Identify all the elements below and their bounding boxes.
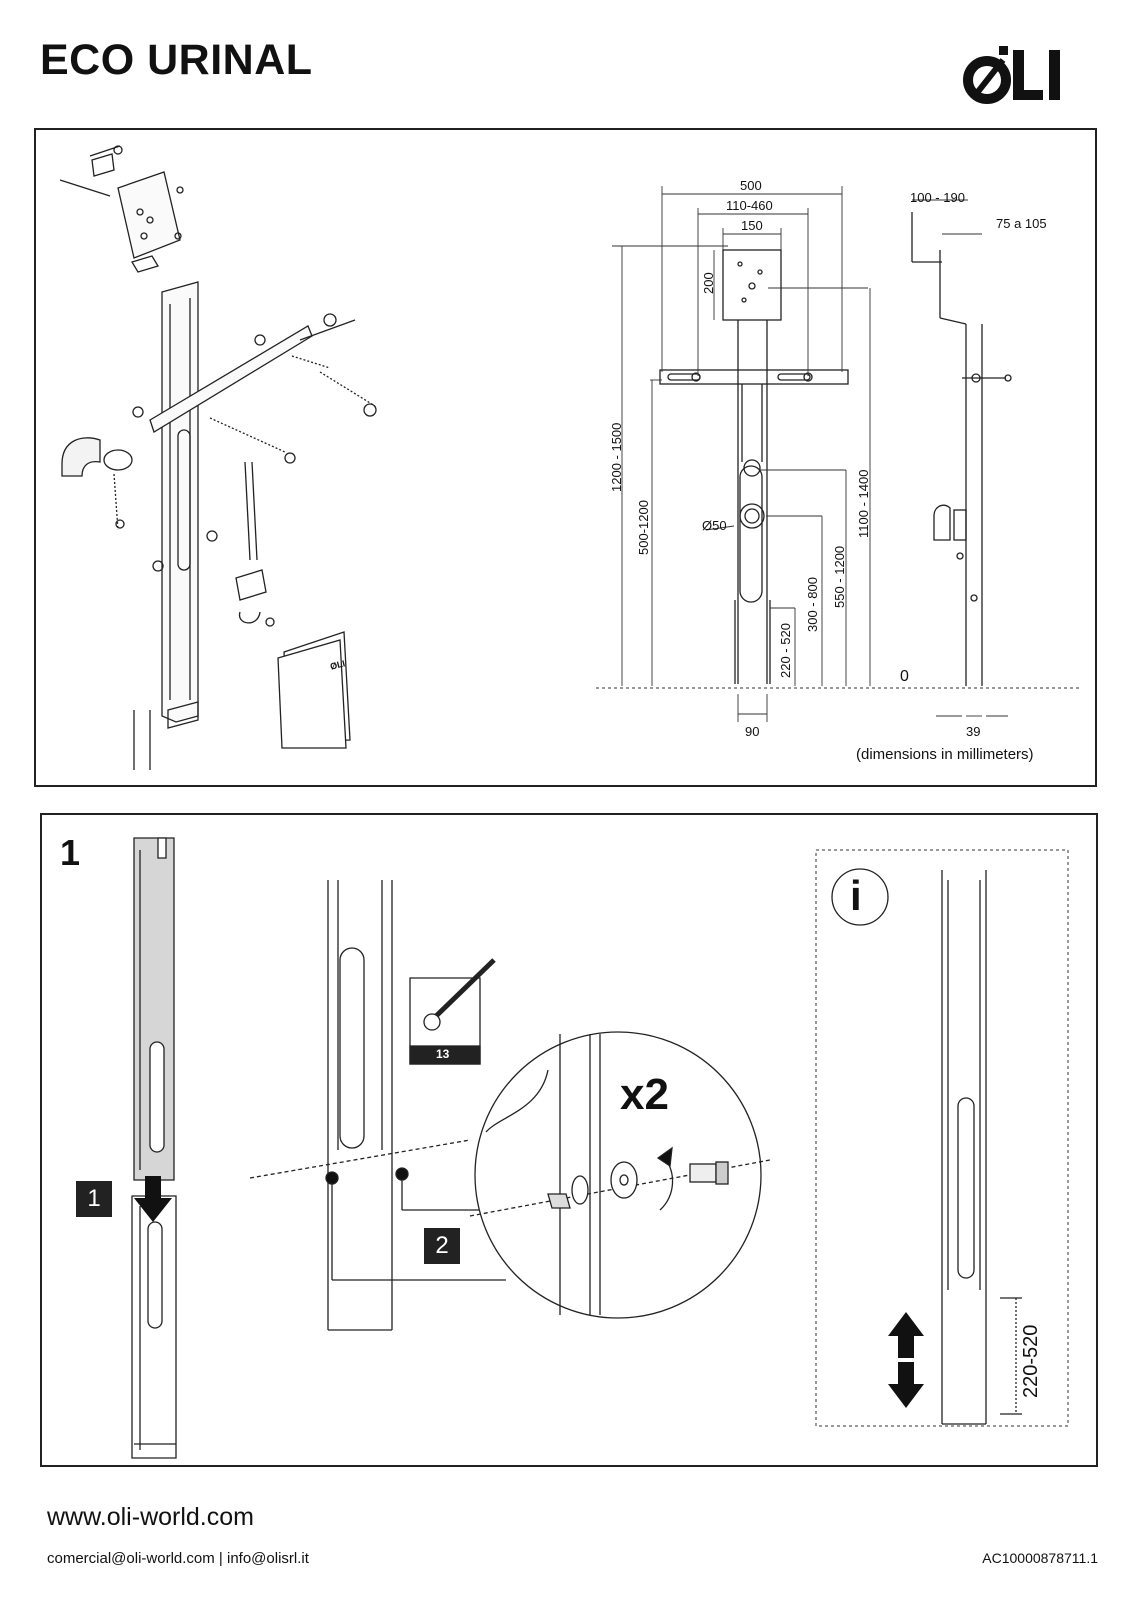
dim-offset-range: 75 a 105 bbox=[996, 216, 1047, 231]
slide-down-arrow bbox=[134, 1176, 172, 1222]
lower-column-part bbox=[131, 1195, 177, 1459]
adjust-height-arrow-icon bbox=[888, 1312, 924, 1408]
side-view bbox=[911, 212, 1012, 686]
dim-pipe-diameter: Ø50 bbox=[702, 518, 727, 533]
step-number: 1 bbox=[60, 832, 81, 873]
dim-width-range: 110-460 bbox=[726, 198, 773, 213]
info-icon bbox=[831, 868, 889, 926]
wrench-13-icon bbox=[409, 958, 496, 1065]
column-assembly-view bbox=[249, 880, 506, 1331]
footer-website[interactable]: www.oli-world.com bbox=[47, 1503, 254, 1531]
dim-total-width: 500 bbox=[740, 178, 762, 193]
dim-depth-range: 100 - 190 bbox=[910, 190, 965, 205]
footer-emails[interactable]: comercial@oli-world.com | info@olisrl.it bbox=[47, 1550, 309, 1567]
side-dimension-lines bbox=[912, 199, 1008, 717]
quantity-label: x2 bbox=[620, 1070, 669, 1119]
instruction-manual-icon bbox=[277, 631, 351, 749]
step-1-panel bbox=[40, 813, 1098, 1467]
exploded-view bbox=[59, 145, 377, 770]
dim-foot-width: 90 bbox=[745, 724, 760, 739]
upper-column-part bbox=[133, 837, 175, 1181]
units-note: (dimensions in millimeters) bbox=[856, 746, 1034, 763]
dim-foot-depth: 39 bbox=[966, 724, 981, 739]
magnified-detail bbox=[469, 1031, 771, 1319]
document-title: ECO URINAL bbox=[40, 36, 313, 84]
technical-drawing-panel bbox=[34, 128, 1097, 787]
adjust-range-label: 220-520 bbox=[1020, 1324, 1042, 1398]
oli-logo bbox=[963, 40, 1075, 115]
info-column-view bbox=[941, 870, 1022, 1425]
tool-size-label: 13 bbox=[436, 1047, 450, 1061]
dim-plate-width: 150 bbox=[741, 218, 763, 233]
front-view bbox=[659, 249, 849, 684]
document-code: AC10000878711.1 bbox=[982, 1550, 1098, 1566]
info-symbol: i bbox=[850, 872, 862, 919]
dim-floor-zero: 0 bbox=[900, 668, 909, 685]
info-dashed-box bbox=[815, 849, 1069, 1427]
sub-step-1-badge: 1 bbox=[76, 1181, 112, 1217]
sub-step-2-badge: 2 bbox=[424, 1228, 460, 1264]
front-dimension-lines bbox=[612, 186, 871, 722]
